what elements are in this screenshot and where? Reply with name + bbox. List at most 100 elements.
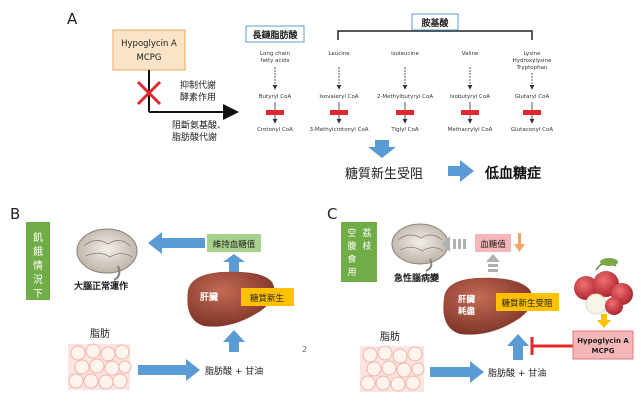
panel-a-compound-line2: MCPG [137, 53, 162, 63]
column-substrate-line1: Long chain [260, 51, 290, 57]
panel-a-compound-box [112, 29, 186, 71]
panel-b-page-mark: 2 [302, 345, 307, 354]
panel-b-gluco-box [241, 288, 294, 306]
panel-b-right-arrow-icon [138, 359, 200, 381]
column-intermediate: Isobutyryl CoA [450, 94, 490, 100]
panel-c-right-arrow-icon [430, 361, 484, 383]
panel-c-side-char: 用 [347, 267, 356, 278]
panel-a-header-fatty-box [245, 25, 305, 43]
red-x-icon-stroke [136, 80, 162, 106]
panel-a-block-line2: 脂肪酸代謝 [172, 131, 217, 143]
panel-b-up-arrow-icon [223, 254, 245, 272]
panel-c-glucose-box [475, 234, 511, 252]
column-substrate-line1: Lysine [523, 51, 541, 57]
pathway-column: Isoleucine 2-Methylbutyryl CoA Tiglyl Co… [377, 51, 433, 133]
panel-a-letter: A [67, 10, 78, 28]
panel-c-fat-label: 脂肪 [380, 330, 400, 343]
liver-icon [443, 277, 533, 335]
pathway-column: Valine Isobutyryl CoA Methacrylyl CoA [448, 51, 493, 133]
column-intermediate: Glutaryl CoA [515, 94, 550, 100]
panel-b-up-arrow2-icon [223, 330, 245, 352]
panel-a-compound-line1: Hypoglycin A [121, 39, 177, 49]
panel-b-side-label-box [26, 222, 50, 300]
panel-c-compound-line1: Hypoglycin A [577, 337, 629, 345]
down-arrow-icon [368, 140, 396, 158]
inhibition-bar [461, 110, 479, 115]
liver-icon [187, 271, 275, 327]
panel-a-header-amino: 胺基酸 [421, 17, 449, 29]
panel-c-compound-box [572, 330, 634, 360]
panel-b-maintain-label: 維持血糖值 [213, 239, 256, 250]
inhibition-bar [396, 110, 414, 115]
column-intermediate: Isovaleryl CoA [319, 94, 358, 100]
panel-c-up-arrow-icon [507, 334, 529, 360]
column-substrate-line1: Valine [462, 51, 479, 57]
column-product: Crotonyl CoA [257, 127, 293, 133]
panel-c-gluco-box [496, 293, 559, 311]
inhibition-bar [330, 110, 348, 115]
panel-b-fa-label: 脂肪酸 + 甘油 [205, 365, 263, 377]
column-substrate-line1: Leucine [328, 51, 350, 57]
pathway-column: Long chain fatty acids Butyryl CoA Croto… [257, 51, 293, 133]
pathway-column: Leucine Isovaleryl CoA 3-Methylcrotonyl … [309, 51, 368, 133]
column-product: Methacrylyl CoA [448, 127, 493, 133]
panel-b-brain-label: 大腦正常運作 [74, 280, 128, 292]
panel-c-lychee-down-arrow-icon [597, 314, 611, 328]
column-product: Glutaconyl CoA [511, 127, 553, 133]
fat-cells-icon [360, 345, 425, 392]
right-arrow-icon [448, 160, 474, 182]
panel-c-brain-label: 急性腦病變 [394, 272, 440, 284]
panel-a-header-amino-box [411, 13, 459, 31]
panel-c-side-char: 荔 [362, 227, 371, 239]
column-substrate-line1: Isoleucine [391, 51, 419, 57]
panel-b-fat-label: 脂肪 [90, 327, 110, 340]
panel-a-inhibit-line2: 酵素作用 [180, 91, 216, 103]
panel-a-header-fatty: 長鏈脂肪酸 [252, 29, 298, 41]
panel-c-faded-left-arrow-icon [442, 236, 466, 252]
panel-c-side-char: 空 [347, 227, 356, 239]
panel-b-gluco-label: 糖質新生 [250, 293, 285, 304]
panel-b-maintain-box [207, 234, 261, 252]
panel-a-block-line1: 阻斷氨基酸、 [172, 119, 226, 131]
panel-c-side-char: 枝 [362, 240, 371, 252]
inhibition-bar [523, 110, 541, 115]
panel-b-liver-label: 肝臟 [200, 291, 218, 303]
panel-c-liver-label-line1: 肝臟 [458, 294, 476, 305]
panel-c-faded-up-arrow-icon [486, 254, 500, 272]
panel-b-side-char: 況 [33, 274, 43, 286]
column-substrate-line3: Tryptophan [516, 65, 548, 71]
pathway-column: Lysine Hydroxylysine Tryptophan Glutaryl… [511, 51, 553, 133]
panel-c-fa-label: 脂肪酸 + 甘油 [488, 367, 546, 379]
column-intermediate: 2-Methylbutyryl CoA [377, 94, 433, 100]
panel-c-compound-line2: MCPG [592, 347, 615, 355]
brain-icon [76, 228, 138, 281]
panel-c-glucose-label: 血糖值 [480, 239, 506, 250]
inhibition-bar [266, 110, 284, 115]
panel-a-amino-bracket [337, 30, 533, 40]
panel-b-side-char: 飢 [33, 231, 43, 244]
brain-icon [391, 223, 449, 272]
panel-b-side-char: 餓 [33, 245, 43, 258]
panel-b-side-char: 下 [33, 289, 43, 300]
fat-cells-icon [68, 343, 132, 390]
panel-c-liver-label-line2: 耗盡 [458, 306, 476, 317]
panel-c-side-char: 腹 [347, 240, 356, 252]
panel-b-letter: B [10, 205, 20, 223]
panel-b-left-arrow-icon [148, 232, 205, 254]
column-intermediate: Butyryl CoA [259, 94, 292, 100]
column-product: Tiglyl CoA [390, 127, 418, 133]
panel-b-side-char: 情 [33, 259, 43, 272]
column-substrate-line2: fatty acids [261, 58, 290, 64]
column-product: 3-Methylcrotonyl CoA [309, 127, 368, 133]
panel-c-down-arrow-icon [514, 233, 525, 252]
lychee-icon [574, 258, 633, 315]
panel-a-inhibit-line1: 抑制代謝 [180, 79, 216, 91]
panel-c-gluco-label: 糖質新生受阻 [501, 298, 553, 309]
panel-c-side-label-box [341, 222, 377, 282]
panel-c-side-char: 食 [347, 253, 356, 265]
panel-c-letter: C [327, 205, 337, 223]
column-substrate-line2: Hydroxylysine [513, 58, 552, 64]
panel-a-result: 糖質新生受阻 [345, 166, 423, 182]
